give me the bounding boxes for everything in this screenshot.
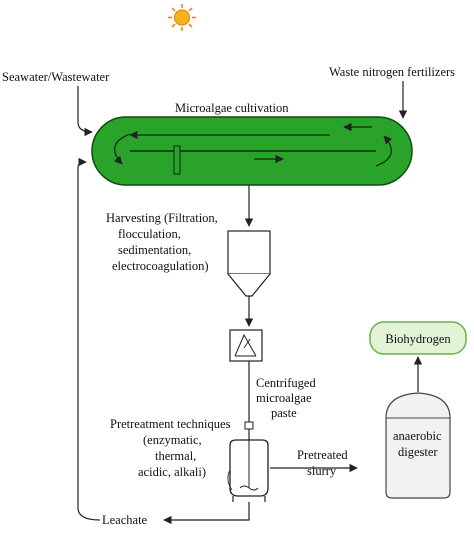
cultivation-label: Microalgae cultivation bbox=[175, 101, 289, 115]
leachate-return-line bbox=[77, 157, 101, 521]
valve bbox=[244, 421, 254, 430]
pretreatment-label-line-1: Pretreatment techniques bbox=[110, 417, 231, 431]
seawater-inlet-arrow bbox=[77, 86, 93, 137]
centrifuged-label-line-1: Centrifuged bbox=[256, 376, 316, 390]
sun-icon bbox=[168, 4, 196, 31]
centrifuge bbox=[229, 329, 263, 362]
digester bbox=[385, 392, 451, 499]
pretreated-label-line-1: Pretreated bbox=[297, 448, 348, 462]
biohydrogen-label: Biohydrogen bbox=[385, 332, 451, 346]
centrifuged-label-line-3: paste bbox=[271, 406, 297, 420]
raceway-pond bbox=[91, 116, 413, 186]
harvesting-label-line-3: sedimentation, bbox=[118, 243, 191, 257]
pretreated-label-line-2: slurry bbox=[307, 464, 337, 478]
fertilizer-label: Waste nitrogen fertilizers bbox=[329, 65, 455, 79]
pretreatment-label-line-3: thermal, bbox=[155, 449, 196, 463]
harvesting-label-line-4: electrocoagulation) bbox=[112, 259, 208, 273]
harvesting-label-line-1: Harvesting (Filtration, bbox=[106, 211, 218, 225]
harvesting-label-line-2: flocculation, bbox=[118, 227, 181, 241]
leachate-arrow bbox=[163, 502, 250, 525]
digester-label-line-1: anaerobic bbox=[393, 429, 442, 443]
reactor bbox=[227, 439, 269, 502]
centrifuged-label-line-2: microalgae bbox=[256, 391, 312, 405]
pretreatment-label-line-4: acidic, alkali) bbox=[138, 465, 206, 479]
biohydrogen-box bbox=[369, 321, 467, 355]
leachate-label: Leachate bbox=[102, 513, 148, 527]
pretreatment-label-line-2: (enzymatic, bbox=[143, 433, 202, 447]
digester-label-line-2: digester bbox=[398, 445, 438, 459]
seawater-label: Seawater/Wastewater bbox=[2, 70, 110, 84]
hopper bbox=[227, 230, 271, 297]
